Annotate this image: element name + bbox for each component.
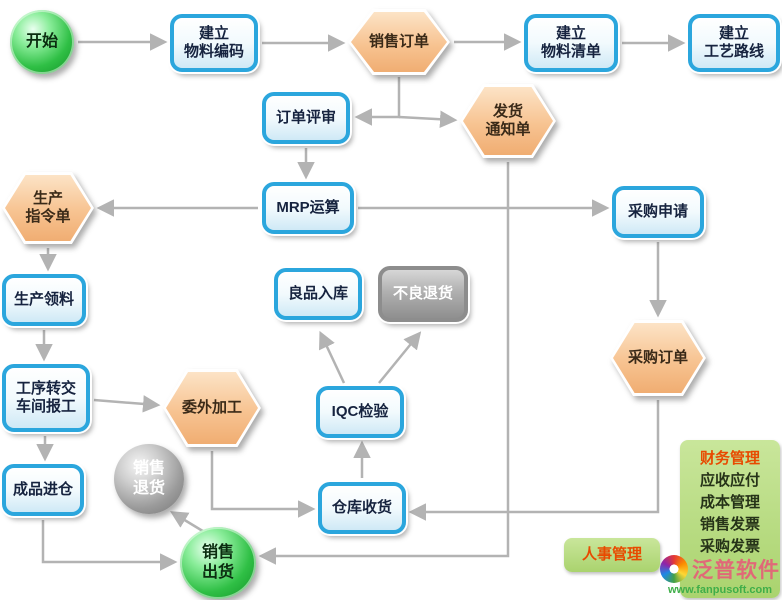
finance-item-receivables: 应收应付 xyxy=(699,472,760,489)
watermark-brand: 泛普软件 xyxy=(692,559,780,582)
hexagon-fill xyxy=(613,323,703,393)
node-outsourcing-label: 委外加工 xyxy=(181,398,242,416)
node-defective-return: 不良退货 xyxy=(378,266,468,322)
node-process-transfer: 工序转交 车间报工 xyxy=(2,364,90,432)
edge-outsourcing-to-warehouse xyxy=(210,451,316,518)
node-warehouse-receive: 仓库收货 xyxy=(318,482,406,534)
node-shipping-notice-label: 发货 通知单 xyxy=(485,102,531,138)
node-order-review-label: 订单评审 xyxy=(275,108,336,126)
edge-process-transfer-to-outsourcing xyxy=(93,395,161,413)
node-start: 开始 xyxy=(10,10,74,74)
edge-sales-order-to-order-review xyxy=(354,77,401,126)
node-defective-return-label: 不良退货 xyxy=(392,284,453,302)
hexagon-fill xyxy=(166,372,258,444)
node-finished-in: 成品进仓 xyxy=(2,464,84,516)
node-warehouse-receive-label: 仓库收货 xyxy=(331,498,392,516)
edge-sales-order-to-shipping-notice xyxy=(398,110,458,128)
hr-box: 人事管理 xyxy=(564,538,660,572)
node-production-picking-label: 生产领料 xyxy=(13,290,74,308)
hr-box-label: 人事管理 xyxy=(581,546,642,563)
node-start-label: 开始 xyxy=(25,33,58,51)
node-sales-ship-label: 销售 出货 xyxy=(201,544,234,581)
node-shipping-notice: 发货 通知单 xyxy=(460,84,556,158)
node-bom-label: 建立 物料清单 xyxy=(540,24,601,60)
node-sales-return-label: 销售 退货 xyxy=(132,460,165,497)
finance-item-sales-invoice: 销售发票 xyxy=(699,516,760,533)
color-swirl-icon xyxy=(660,555,688,583)
node-process-route-label: 建立 工艺路线 xyxy=(703,24,764,60)
node-mrp-label: MRP运算 xyxy=(276,198,340,216)
node-production-order-label: 生产 指令单 xyxy=(25,189,71,225)
node-material-code-label: 建立 物料编码 xyxy=(183,24,244,60)
finance-panel: 财务管理 应收应付 成本管理 销售发票 采购发票 xyxy=(680,440,780,598)
node-production-picking: 生产领料 xyxy=(2,274,86,326)
node-sales-order-label: 销售订单 xyxy=(368,32,429,50)
node-mrp: MRP运算 xyxy=(262,182,354,234)
edge-purchase-order-to-warehouse xyxy=(408,400,660,521)
edge-iqc-to-good-in xyxy=(319,330,346,384)
finance-item-purchase-invoice: 采购发票 xyxy=(699,538,760,555)
node-iqc-label: IQC检验 xyxy=(331,402,389,420)
node-purchase-request-label: 采购申请 xyxy=(627,202,688,220)
node-finished-in-label: 成品进仓 xyxy=(12,480,73,498)
node-material-code: 建立 物料编码 xyxy=(170,14,258,72)
node-good-in-label: 良品入库 xyxy=(287,284,348,302)
watermark-row: 泛普软件 xyxy=(660,554,780,584)
node-good-in: 良品入库 xyxy=(274,268,362,320)
node-sales-return: 销售 退货 xyxy=(114,444,184,514)
node-process-route: 建立 工艺路线 xyxy=(688,14,780,72)
node-outsourcing: 委外加工 xyxy=(163,369,261,447)
watermark-url: www.fanpusoft.com xyxy=(667,584,773,596)
node-bom: 建立 物料清单 xyxy=(524,14,618,72)
finance-item-cost: 成本管理 xyxy=(699,494,760,511)
node-purchase-order-label: 采购订单 xyxy=(627,348,688,366)
node-purchase-order: 采购订单 xyxy=(610,320,706,396)
node-process-transfer-label: 工序转交 车间报工 xyxy=(15,379,76,415)
finance-panel-title: 财务管理 xyxy=(699,450,760,467)
node-sales-order: 销售订单 xyxy=(348,9,450,75)
edge-finished-in-to-sales-ship xyxy=(41,520,178,571)
node-iqc: IQC检验 xyxy=(316,386,404,438)
watermark: 泛普软件 www.fanpusoft.com xyxy=(660,554,780,596)
node-order-review: 订单评审 xyxy=(262,92,350,144)
edge-iqc-to-defective-return xyxy=(378,331,422,384)
hexagon-fill xyxy=(463,87,553,155)
node-sales-ship: 销售 出货 xyxy=(180,527,256,599)
hexagon-fill xyxy=(351,12,447,72)
node-production-order: 生产 指令单 xyxy=(2,172,94,244)
node-purchase-request: 采购申请 xyxy=(612,186,704,238)
hexagon-fill xyxy=(5,175,91,241)
